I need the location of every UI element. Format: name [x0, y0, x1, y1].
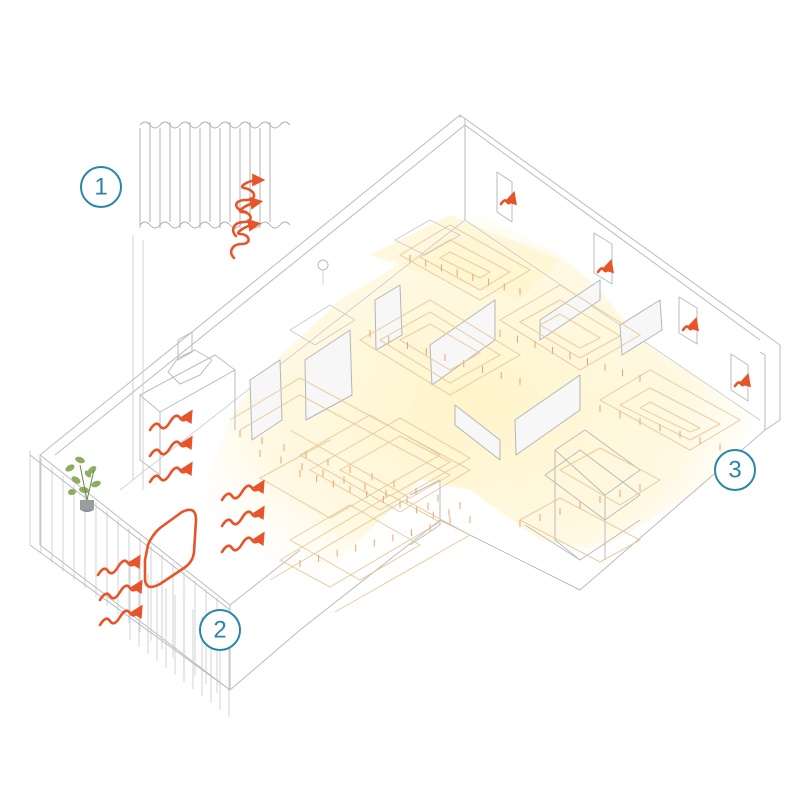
callout-3: 3 — [714, 449, 756, 491]
callout-2-label: 2 — [213, 617, 226, 644]
facade-bottom-rail — [29, 544, 231, 691]
heat-wave-arrow-icon — [96, 554, 141, 577]
heat-wave-arrow-icon — [148, 461, 193, 484]
interior-walls — [249, 219, 663, 561]
heat-wave-arrow-icon — [98, 604, 143, 627]
window-frame-heat-loop — [143, 508, 198, 589]
heat-wave-arrow-icon — [220, 505, 265, 528]
heat-wave-arrow-icon — [148, 409, 193, 432]
kitchen-area — [139, 259, 329, 476]
right-windows — [496, 171, 749, 402]
callout-2: 2 — [199, 609, 241, 651]
pipe-heat-ticks — [239, 255, 741, 567]
heat-wave-arrow-icon — [220, 531, 265, 554]
window-heat-arrows — [499, 191, 751, 388]
heat-wave-arrows — [96, 409, 265, 627]
curtain-heat-arrows — [229, 173, 266, 260]
facade-top-rail — [29, 454, 231, 611]
curtain-icon — [132, 121, 291, 490]
building-shell — [39, 114, 781, 691]
callout-1: 1 — [80, 166, 122, 208]
heat-wave-arrow-icon — [220, 479, 265, 502]
callout-1-label: 1 — [94, 174, 107, 201]
left-glazed-facade — [29, 450, 231, 717]
plant-icon — [65, 456, 101, 512]
underfloor-pipes — [229, 224, 741, 613]
heat-wave-arrow-icon — [148, 435, 193, 458]
heat-wave-arrow-icon — [98, 579, 143, 602]
callout-3-label: 3 — [728, 457, 741, 484]
